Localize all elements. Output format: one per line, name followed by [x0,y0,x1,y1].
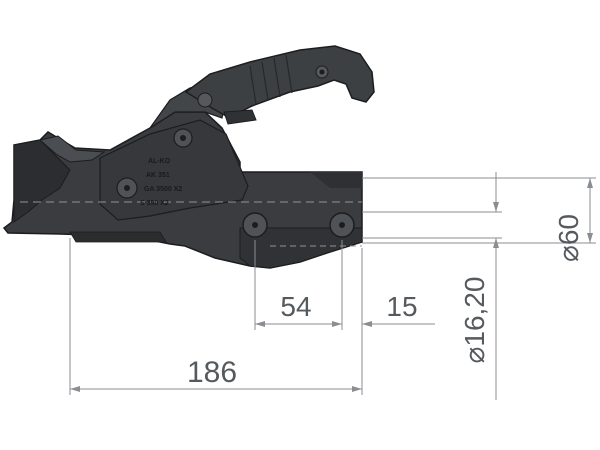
tube-lower [239,227,363,269]
rivet-lower [116,177,138,199]
coupling-head: AL-KO AK 351 GA 3500 X2 S 350 X2 [2,45,375,269]
rear-offset-value: 15 [386,291,417,322]
hole-spacing-value: 54 [280,291,311,322]
tube-diameter-value: ⌀60 [553,214,584,262]
bolt-diameter-value: ⌀16,20 [459,277,490,364]
dimension-hole-spacing: 54 [254,240,343,330]
jaw-plate [38,135,106,163]
bolt-hole-front [242,212,268,238]
dimension-overall-length: 186 [69,238,363,395]
marking-approval-s: S 350 X2 [140,200,169,207]
handle-latch [223,109,257,125]
overall-length-value: 186 [187,356,237,389]
dimension-rear-offset: 15 [362,291,435,327]
marking-model: AK 351 [146,172,170,179]
pivot-knob-upper [197,92,213,108]
marking-approval-ga: GA 3500 X2 [144,186,182,193]
dimension-bolt-diameter: ⌀16,20 [362,172,502,400]
rivet-upper [173,128,193,148]
dimension-tube-diameter: ⌀60 [362,177,596,262]
side-plate [99,119,249,221]
coupling-handle [184,45,375,117]
wear-pad [69,231,167,243]
tube-top-bevel [310,172,362,188]
bolt-hole-rear [329,212,355,238]
handle-ridges [249,54,293,105]
marking-brand: AL-KO [148,158,171,165]
